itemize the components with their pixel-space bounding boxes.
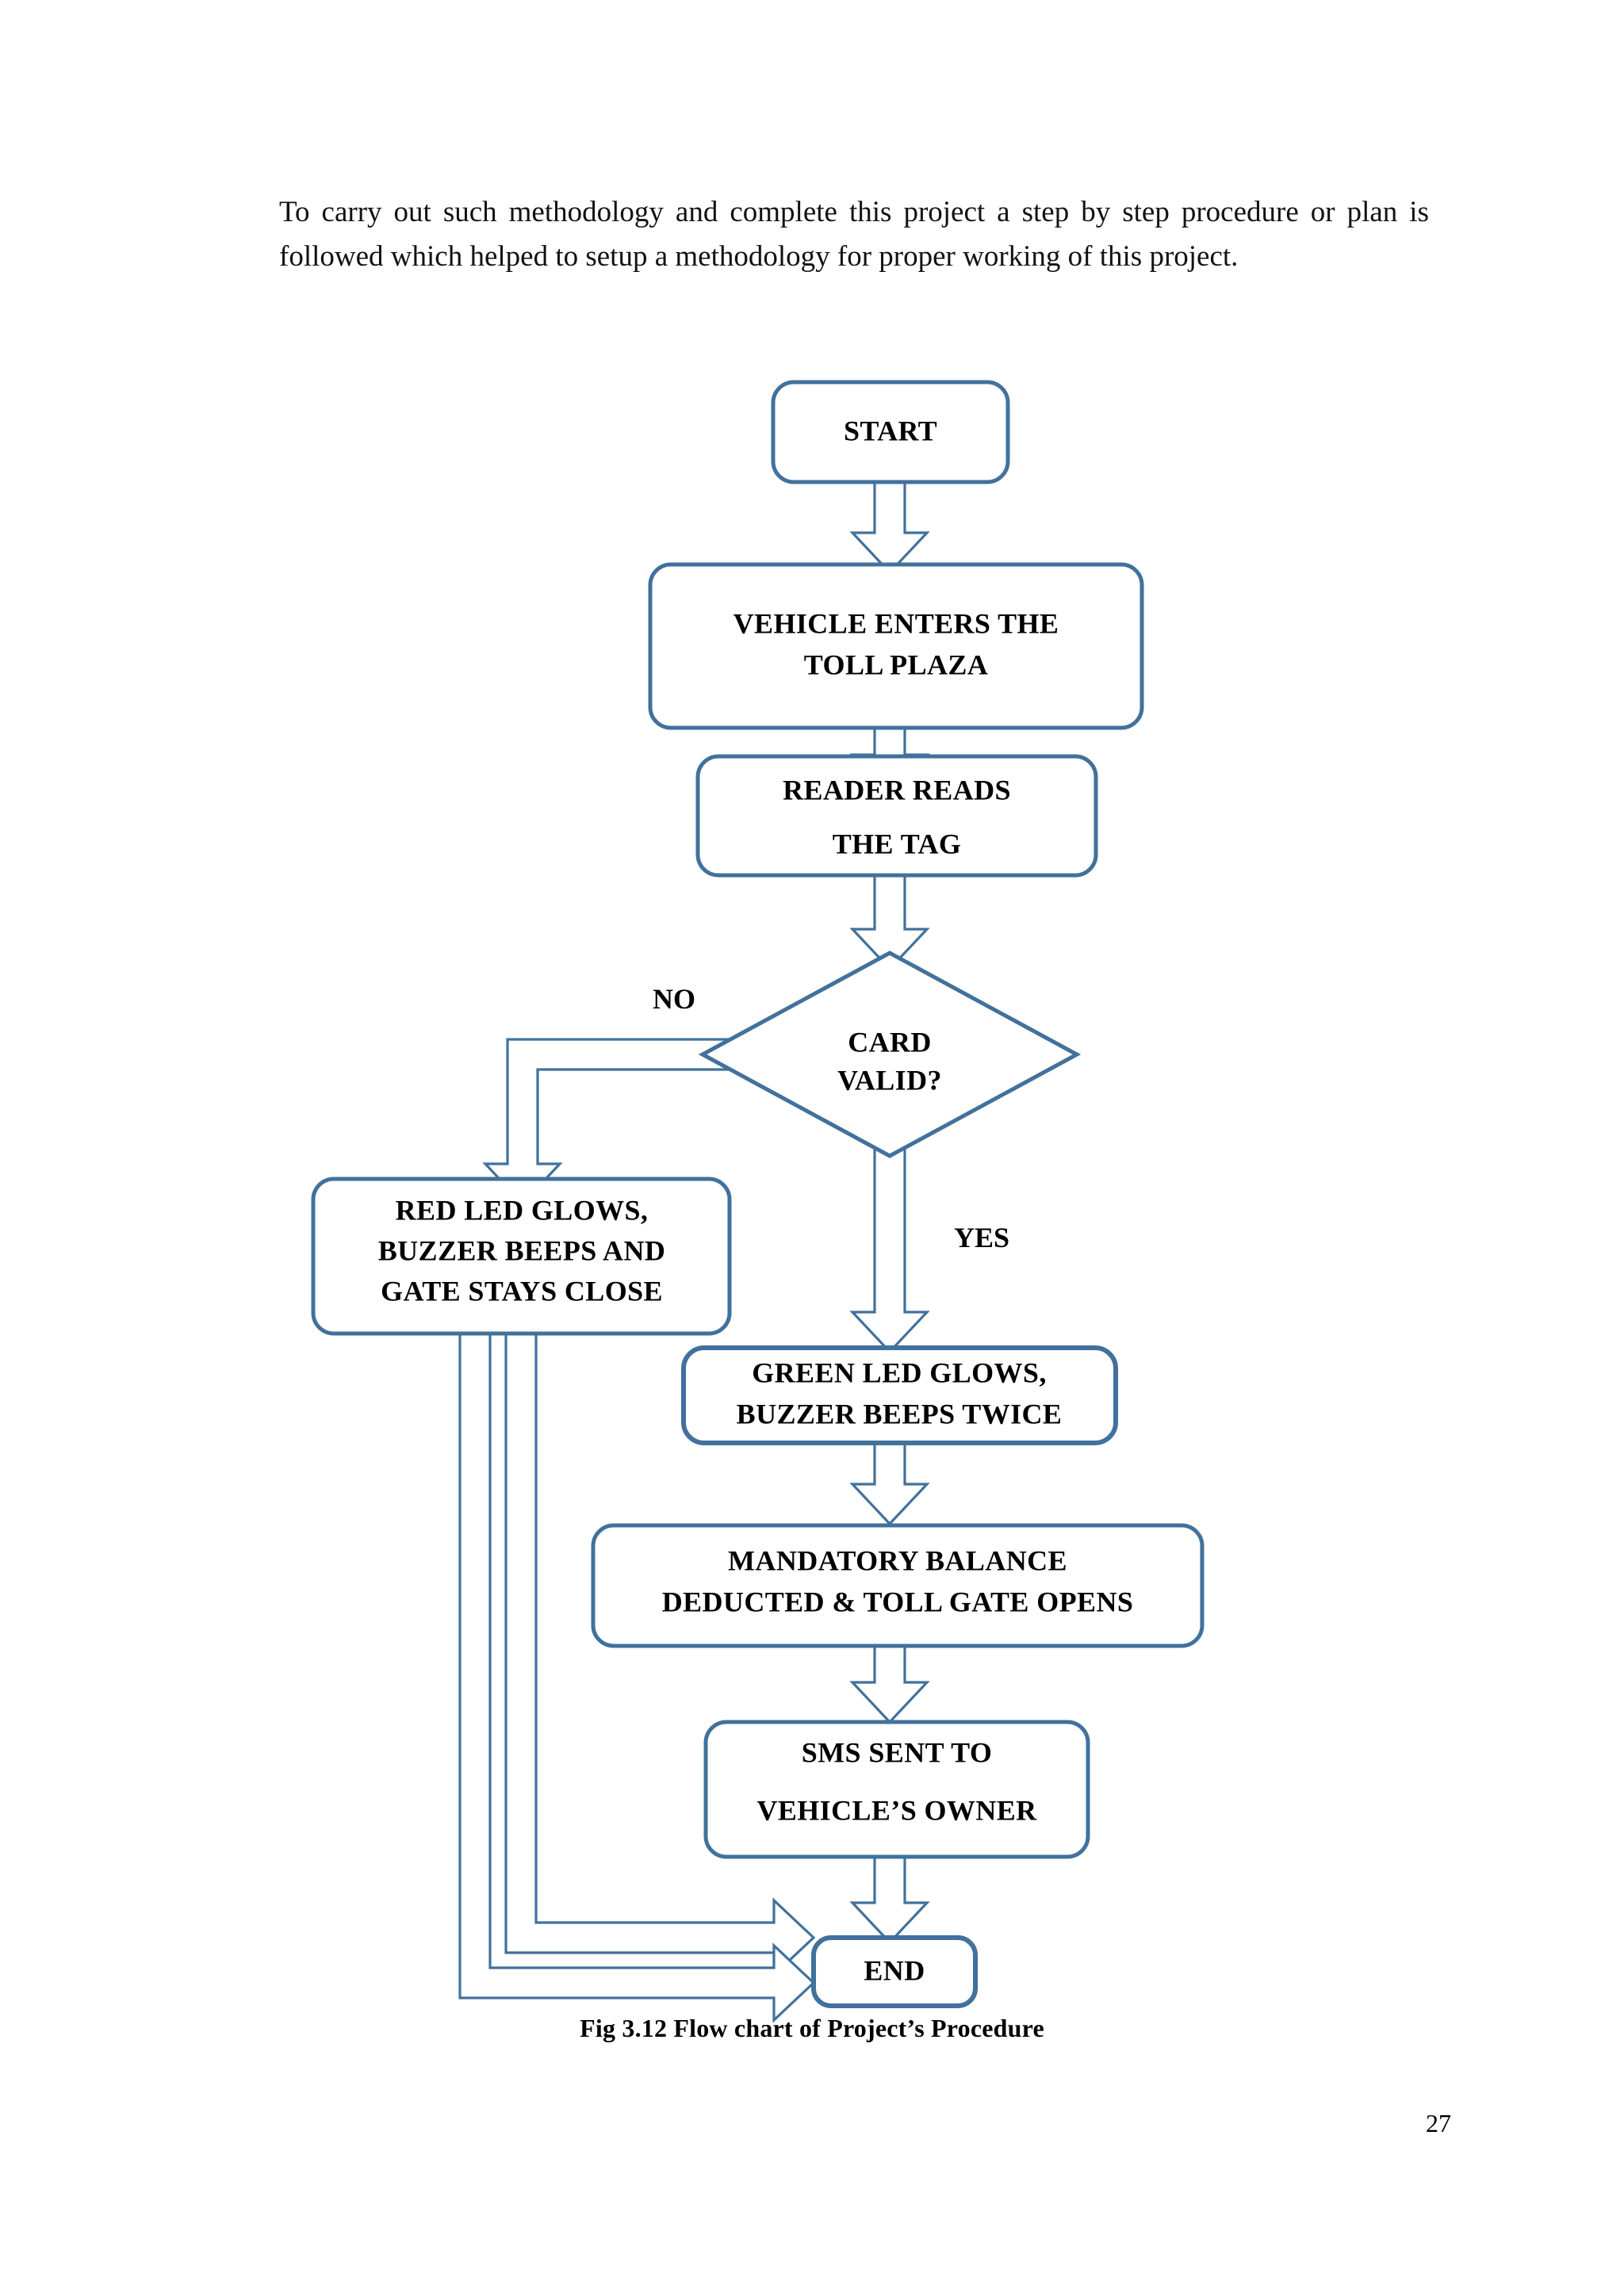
node-vehicle-enters-label-line2: TOLL PLAZA bbox=[804, 649, 988, 680]
figure-caption: Fig 3.12 Flow chart of Project’s Procedu… bbox=[580, 2014, 1044, 2042]
node-end-label: END bbox=[864, 1954, 925, 1986]
node-green-led-label-line1: GREEN LED GLOWS, bbox=[752, 1357, 1046, 1388]
node-vehicle-enters-label-line1: VEHICLE ENTERS THE bbox=[733, 607, 1059, 639]
edge-start-to-vehicle bbox=[849, 480, 930, 575]
node-card-valid-label-line1: CARD bbox=[848, 1026, 932, 1058]
intro-paragraph: To carry out such methodology and comple… bbox=[279, 190, 1429, 279]
node-sms-sent[interactable] bbox=[703, 1720, 1090, 1859]
branch-label-no: NO bbox=[653, 983, 695, 1015]
node-reader-reads-label-line1: READER READS bbox=[783, 774, 1011, 806]
intro-paragraph-text: To carry out such methodology and comple… bbox=[279, 196, 1429, 274]
node-start[interactable] bbox=[771, 380, 1010, 484]
edge-redled-to-end-outer bbox=[458, 1332, 816, 2023]
branch-label-yes: YES bbox=[954, 1222, 1009, 1253]
node-balance-deducted-label-line2: DEDUCTED & TOLL GATE OPENS bbox=[662, 1586, 1134, 1617]
edge-sms-to-end bbox=[849, 1855, 930, 1945]
node-start-label: START bbox=[844, 415, 937, 446]
node-green-led[interactable] bbox=[681, 1345, 1118, 1445]
node-red-led[interactable] bbox=[311, 1177, 732, 1336]
node-reader-reads-label-line2: THE TAG bbox=[833, 828, 962, 859]
node-red-led-label-line2: BUZZER BEEPS AND bbox=[378, 1234, 666, 1266]
edge-greenled-to-balance bbox=[849, 1441, 930, 1526]
node-vehicle-enters[interactable] bbox=[648, 562, 1144, 730]
node-card-valid-label-line2: VALID? bbox=[837, 1064, 942, 1096]
node-end[interactable] bbox=[811, 1935, 978, 2008]
node-green-led-label-line2: BUZZER BEEPS TWICE bbox=[737, 1398, 1063, 1429]
page-number: 27 bbox=[1426, 2109, 1451, 2137]
edge-reader-to-decision bbox=[849, 874, 930, 971]
node-sms-sent-label-line1: SMS SENT TO bbox=[802, 1736, 993, 1768]
edge-decision-to-greenled-yes bbox=[849, 1138, 930, 1354]
node-sms-sent-label-line2: VEHICLE’S OWNER bbox=[756, 1794, 1037, 1826]
node-card-valid-decision[interactable] bbox=[698, 951, 1082, 1158]
node-red-led-label-line1: RED LED GLOWS, bbox=[396, 1194, 649, 1226]
edge-balance-to-sms bbox=[849, 1644, 930, 1724]
edge-redled-to-end-inner bbox=[504, 1332, 816, 1978]
node-reader-reads[interactable] bbox=[695, 754, 1098, 878]
node-balance-deducted-label-line1: MANDATORY BALANCE bbox=[728, 1544, 1067, 1576]
node-red-led-label-line3: GATE STAYS CLOSE bbox=[381, 1275, 663, 1307]
node-balance-deducted[interactable] bbox=[591, 1523, 1205, 1648]
